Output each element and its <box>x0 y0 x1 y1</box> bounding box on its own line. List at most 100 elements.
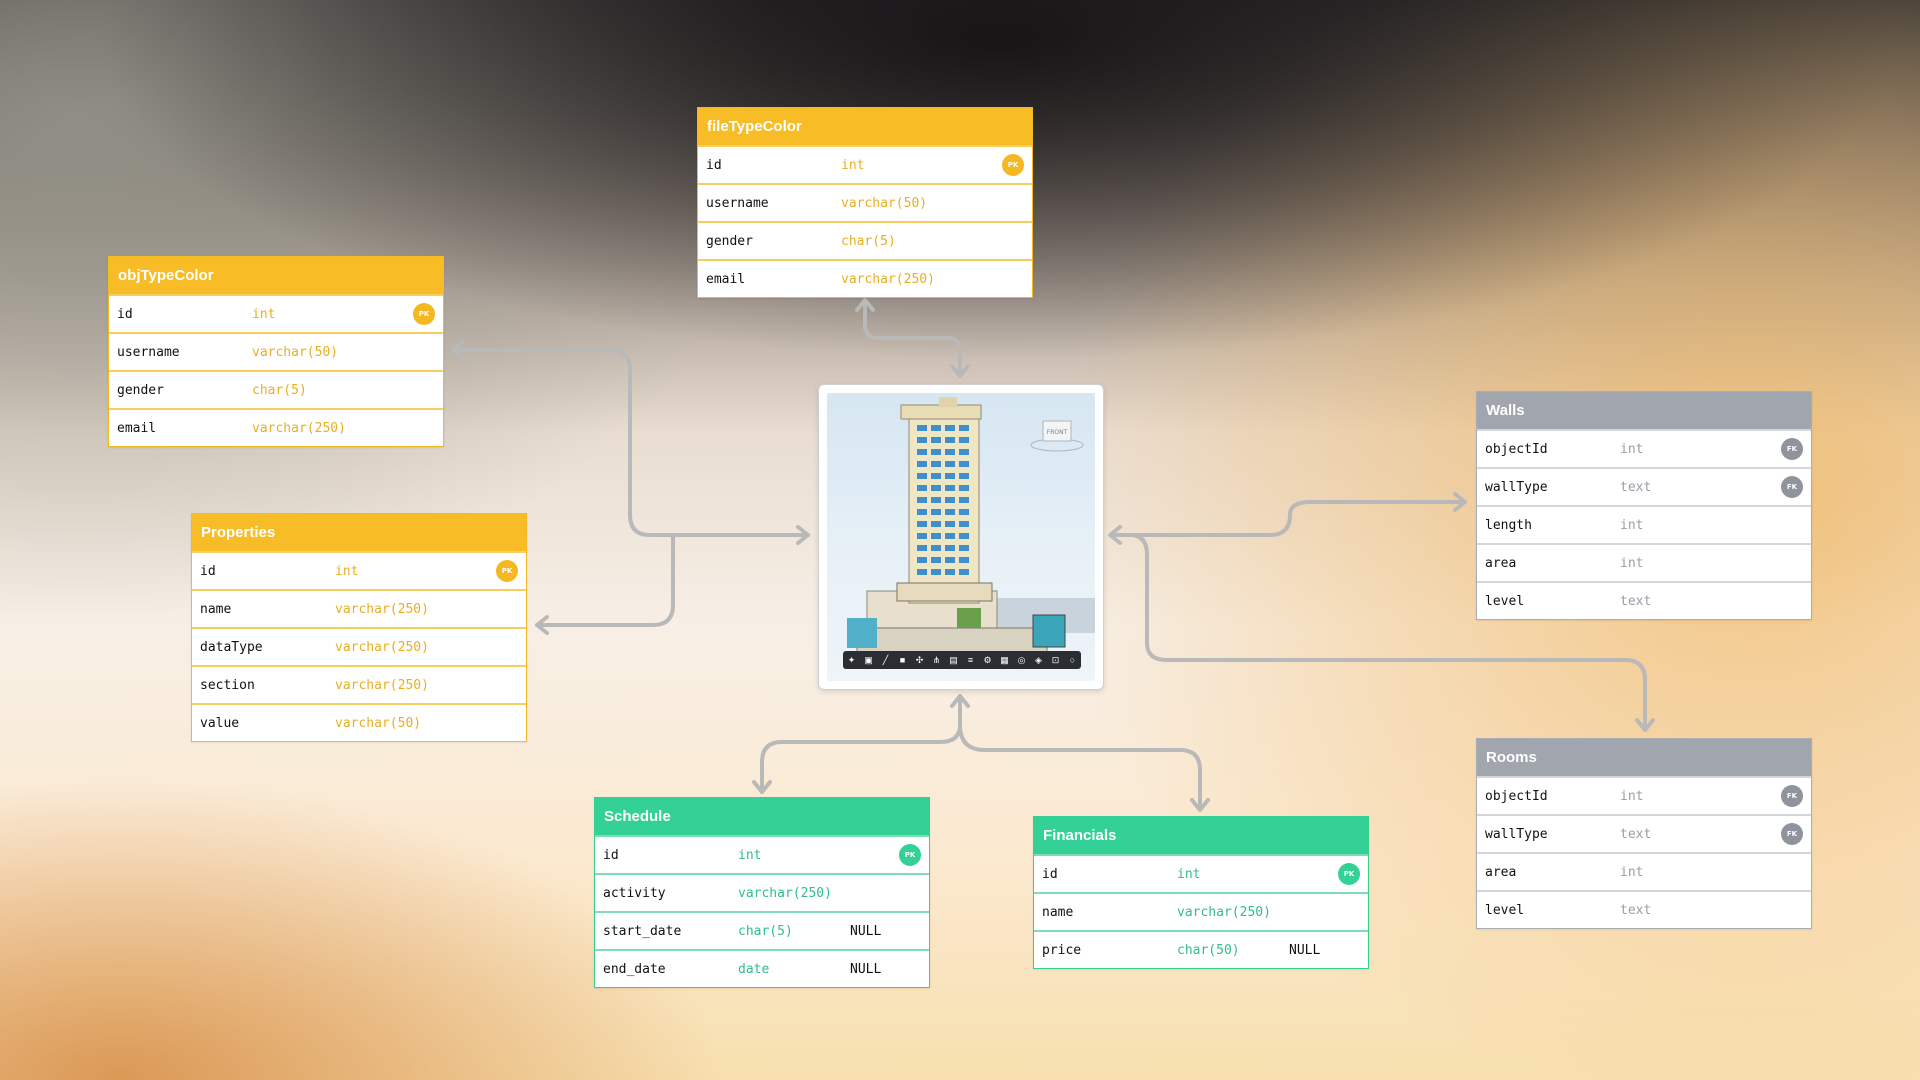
reset-icon[interactable]: ○ <box>1069 655 1076 665</box>
camera-icon[interactable]: ▣ <box>864 655 873 665</box>
column-name: section <box>200 678 255 693</box>
column-type: varchar(250) <box>335 602 429 617</box>
model-viewport[interactable]: FRONT ✦ ▣ ╱ ■ ✣ ⋔ ▤ ≡ ⚙ ▦ ◎ ◈ ⊡ ○ <box>827 393 1095 681</box>
tree-icon[interactable]: ⋔ <box>932 655 941 665</box>
column-type: varchar(250) <box>841 272 935 287</box>
table-row[interactable]: value varchar(50) <box>192 703 526 741</box>
column-type: int <box>1620 442 1644 457</box>
explode-icon[interactable]: ✣ <box>915 655 924 665</box>
column-type: text <box>1620 827 1652 842</box>
primary-key-badge: PK <box>1338 863 1360 885</box>
column-name: id <box>603 848 619 863</box>
table-walls[interactable]: Walls objectId int FK wallType text FK l… <box>1476 391 1812 620</box>
column-type: varchar(50) <box>335 716 422 731</box>
table-filetypecolor[interactable]: fileTypeColor id int PK username varchar… <box>697 107 1033 298</box>
table-row[interactable]: dataType varchar(250) <box>192 627 526 665</box>
column-type: text <box>1620 480 1652 495</box>
layers-icon[interactable]: ▦ <box>1000 655 1009 665</box>
column-name: price <box>1042 943 1082 958</box>
table-schedule[interactable]: Schedule id int PK activity varchar(250)… <box>594 797 930 988</box>
column-name: area <box>1485 556 1517 571</box>
table-row[interactable]: start_date char(5) NULL <box>595 911 929 949</box>
walk-icon[interactable]: ✦ <box>847 655 856 665</box>
column-name: area <box>1485 865 1517 880</box>
section-icon[interactable]: ■ <box>899 655 906 665</box>
column-name: name <box>1042 905 1074 920</box>
model-icon[interactable]: ▤ <box>949 655 958 665</box>
table-row[interactable]: activity varchar(250) <box>595 873 929 911</box>
table-row[interactable]: gender char(5) <box>109 370 443 408</box>
table-title: Properties <box>192 514 526 551</box>
primary-key-badge: PK <box>899 844 921 866</box>
connector-properties <box>535 533 675 627</box>
table-row[interactable]: level text <box>1477 890 1811 928</box>
table-title: Rooms <box>1477 739 1811 776</box>
table-row[interactable]: name varchar(250) <box>1034 892 1368 930</box>
table-row[interactable]: area int <box>1477 543 1811 581</box>
column-name: activity <box>603 886 666 901</box>
table-row[interactable]: name varchar(250) <box>192 589 526 627</box>
column-type: varchar(250) <box>252 421 346 436</box>
properties-icon[interactable]: ≡ <box>967 655 974 665</box>
column-name: start_date <box>603 924 682 939</box>
connector-schedule-financials <box>760 696 962 792</box>
table-row[interactable]: level text <box>1477 581 1811 619</box>
column-type: int <box>335 564 359 579</box>
table-financials[interactable]: Financials id int PK name varchar(250) p… <box>1033 816 1369 969</box>
fit-icon[interactable]: ⊡ <box>1051 655 1060 665</box>
table-properties[interactable]: Properties id int PK name varchar(250) d… <box>191 513 527 742</box>
table-row[interactable]: id int PK <box>595 835 929 873</box>
table-title: Schedule <box>595 798 929 835</box>
connector-objtypecolor <box>451 348 810 537</box>
table-row[interactable]: section varchar(250) <box>192 665 526 703</box>
table-row[interactable]: length int <box>1477 505 1811 543</box>
table-row[interactable]: gender char(5) <box>698 221 1032 259</box>
column-type: int <box>1177 867 1201 882</box>
pan-icon[interactable]: ◈ <box>1035 655 1042 665</box>
table-row[interactable]: email varchar(250) <box>698 259 1032 297</box>
column-name: value <box>200 716 240 731</box>
measure-icon[interactable]: ╱ <box>882 655 889 665</box>
column-type: varchar(50) <box>841 196 928 211</box>
settings-icon[interactable]: ⚙ <box>983 655 992 665</box>
table-row[interactable]: username varchar(50) <box>698 183 1032 221</box>
column-name: wallType <box>1485 827 1548 842</box>
column-type: char(5) <box>738 924 793 939</box>
table-row[interactable]: username varchar(50) <box>109 332 443 370</box>
table-row[interactable]: id int PK <box>109 294 443 332</box>
column-type: int <box>1620 865 1644 880</box>
column-null: NULL <box>1289 943 1321 958</box>
column-type: varchar(250) <box>335 640 429 655</box>
column-type: int <box>738 848 762 863</box>
table-row[interactable]: id int PK <box>192 551 526 589</box>
view-cube-label: FRONT <box>1047 429 1068 436</box>
table-row[interactable]: id int PK <box>1034 854 1368 892</box>
column-name: wallType <box>1485 480 1548 495</box>
column-null: NULL <box>850 962 882 977</box>
column-name: level <box>1485 903 1525 918</box>
column-type: int <box>1620 789 1644 804</box>
primary-key-badge: PK <box>1002 154 1024 176</box>
orbit-icon[interactable]: ◎ <box>1017 655 1026 665</box>
view-cube: FRONT <box>1030 420 1084 452</box>
column-name: id <box>706 158 722 173</box>
table-row[interactable]: objectId int FK <box>1477 776 1811 814</box>
column-name: objectId <box>1485 442 1548 457</box>
table-row[interactable]: objectId int FK <box>1477 429 1811 467</box>
foreign-key-badge: FK <box>1781 476 1803 498</box>
column-name: email <box>117 421 157 436</box>
table-objtypecolor[interactable]: objTypeColor id int PK username varchar(… <box>108 256 444 447</box>
table-row[interactable]: area int <box>1477 852 1811 890</box>
column-name: gender <box>117 383 164 398</box>
table-row[interactable]: id int PK <box>698 145 1032 183</box>
column-name: length <box>1485 518 1532 533</box>
table-row[interactable]: end_date date NULL <box>595 949 929 987</box>
viewer-toolbar[interactable]: ✦ ▣ ╱ ■ ✣ ⋔ ▤ ≡ ⚙ ▦ ◎ ◈ ⊡ ○ <box>843 651 1081 669</box>
table-row[interactable]: wallType text FK <box>1477 814 1811 852</box>
table-row[interactable]: wallType text FK <box>1477 467 1811 505</box>
model-viewer-card[interactable]: FRONT ✦ ▣ ╱ ■ ✣ ⋔ ▤ ≡ ⚙ ▦ ◎ ◈ ⊡ ○ <box>818 384 1104 690</box>
table-row[interactable]: price char(50) NULL <box>1034 930 1368 968</box>
table-row[interactable]: email varchar(250) <box>109 408 443 446</box>
table-rooms[interactable]: Rooms objectId int FK wallType text FK a… <box>1476 738 1812 929</box>
